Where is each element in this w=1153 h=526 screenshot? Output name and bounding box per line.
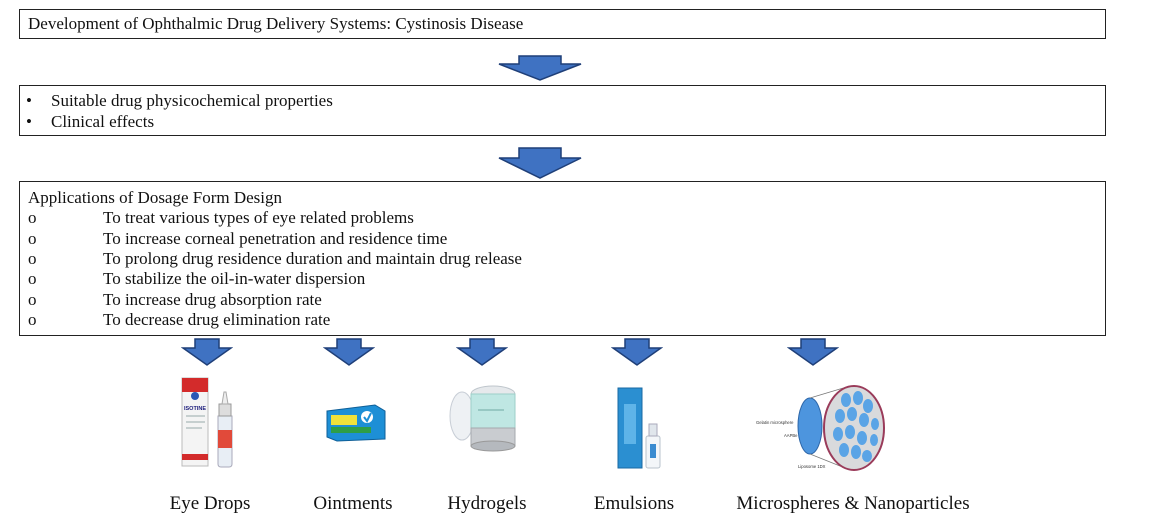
list-item-text: To prolong drug residence duration and m… (103, 249, 522, 268)
list-item-text: To treat various types of eye related pr… (103, 208, 414, 227)
microsphere-label: Liposome 1DX (798, 464, 826, 469)
dosage-form-label: Emulsions (593, 493, 675, 514)
down-arrow-icon (181, 338, 233, 366)
list-item: o To treat various types of eye related p… (28, 208, 414, 228)
list-item-text: To decrease drug elimination rate (103, 310, 331, 329)
dosage-form-label: Ointments (313, 493, 393, 514)
bullet-icon: • (26, 112, 32, 131)
list-marker: o (28, 229, 37, 248)
list-item-text: To increase drug absorption rate (103, 290, 322, 309)
down-arrow-icon (498, 147, 582, 179)
dosage-form-label: Microspheres & Nanoparticles (736, 493, 970, 514)
down-arrow-icon (456, 338, 508, 366)
bullet-icon: • (26, 91, 32, 110)
down-arrow-icon (323, 338, 375, 366)
list-item-text: To stabilize the oil-in-water dispersion (103, 269, 366, 288)
diagram-title: Development of Ophthalmic Drug Delivery … (28, 14, 524, 33)
eye-drops-bottle-icon: ISOTINE (181, 377, 233, 468)
emulsion-bottle-icon (617, 387, 661, 469)
list-item: • Clinical effects (26, 111, 154, 132)
ointment-box-icon (326, 404, 386, 442)
down-arrow-icon (498, 55, 582, 81)
applications-box: Applications of Dosage Form Design o To t… (19, 181, 1106, 336)
list-item-text: To increase corneal penetration and resi… (103, 229, 448, 248)
down-arrow-icon (787, 338, 839, 366)
list-item: o To increase drug absorption rate (28, 290, 322, 310)
list-item: o To stabilize the oil-in-water dispersio… (28, 269, 365, 289)
dosage-form-label: Hydrogels (447, 493, 527, 514)
title-box: Development of Ophthalmic Drug Delivery … (19, 9, 1106, 39)
list-marker: o (28, 208, 37, 227)
list-item: • Suitable drug physicochemical propertie… (26, 90, 333, 111)
list-marker: o (28, 249, 37, 268)
properties-box: • Suitable drug physicochemical propertie… (19, 85, 1106, 136)
microsphere-diagram-icon: Gelatin microsphere AAPBe Liposome 1DX (756, 385, 885, 471)
list-item: o To decrease drug elimination rate (28, 310, 330, 330)
list-item-text: Suitable drug physicochemical properties (51, 91, 333, 110)
list-item: o To increase corneal penetration and res… (28, 229, 447, 249)
down-arrow-icon (611, 338, 663, 366)
microsphere-label: AAPBe (784, 433, 798, 438)
list-item: o To prolong drug residence duration and … (28, 249, 522, 269)
list-marker: o (28, 269, 37, 288)
eye-drop-brand: ISOTINE (184, 406, 206, 412)
applications-heading: Applications of Dosage Form Design (28, 188, 283, 207)
list-marker: o (28, 310, 37, 329)
dosage-form-label: Eye Drops (169, 493, 251, 514)
hydrogel-jar-icon (449, 385, 516, 452)
microsphere-label: Gelatin microsphere (756, 420, 794, 425)
list-item-text: Clinical effects (51, 112, 155, 131)
list-marker: o (28, 290, 37, 309)
